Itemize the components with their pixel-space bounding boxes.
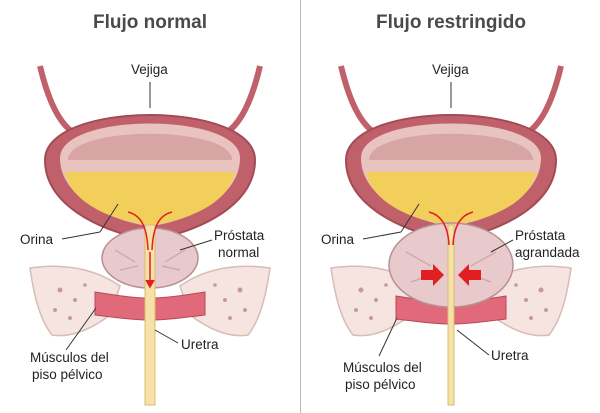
compression-arrows	[421, 264, 481, 286]
label-muscles-line2: piso pélvico	[32, 367, 103, 382]
label-muscles-line1: Músculos del	[343, 360, 422, 375]
restricted-flow-panel: Flujo restringido	[301, 0, 600, 413]
panel-title: Flujo normal	[93, 12, 207, 33]
normal-flow-panel: Flujo normal	[20, 12, 271, 406]
flow-arrows	[127, 211, 173, 289]
label-muscles-line2: piso pélvico	[345, 377, 416, 392]
leader-lines	[362, 82, 514, 357]
urine	[65, 172, 235, 224]
flow-arrows	[428, 211, 474, 246]
label-prostate-line2: normal	[218, 245, 260, 260]
urine	[366, 172, 536, 224]
restricted-flow-illustration	[330, 65, 572, 406]
normal-flow-illustration	[29, 65, 271, 406]
urethra	[144, 224, 156, 406]
ureters	[37, 65, 263, 133]
panel-title: Flujo restringido	[376, 12, 526, 33]
panel-divider	[300, 0, 301, 413]
bladder	[43, 114, 257, 239]
label-prostate-line2: agrandada	[515, 245, 580, 260]
label-bladder: Vejiga	[131, 62, 168, 77]
urethra	[447, 224, 455, 406]
label-urethra: Uretra	[491, 348, 529, 363]
leader-lines	[61, 82, 213, 351]
pelvic-bones	[29, 265, 271, 337]
label-urine: Orina	[321, 232, 355, 247]
label-prostate-line1: Próstata	[515, 228, 566, 243]
ureters	[338, 65, 564, 133]
label-prostate-line1: Próstata	[214, 228, 265, 243]
label-urine: Orina	[20, 232, 54, 247]
label-urethra: Uretra	[181, 337, 219, 352]
compression-arrow-right	[458, 264, 481, 286]
label-bladder: Vejiga	[432, 62, 469, 77]
bladder	[344, 114, 558, 239]
compression-arrow-left	[421, 264, 444, 286]
label-muscles-line1: Músculos del	[30, 350, 109, 365]
